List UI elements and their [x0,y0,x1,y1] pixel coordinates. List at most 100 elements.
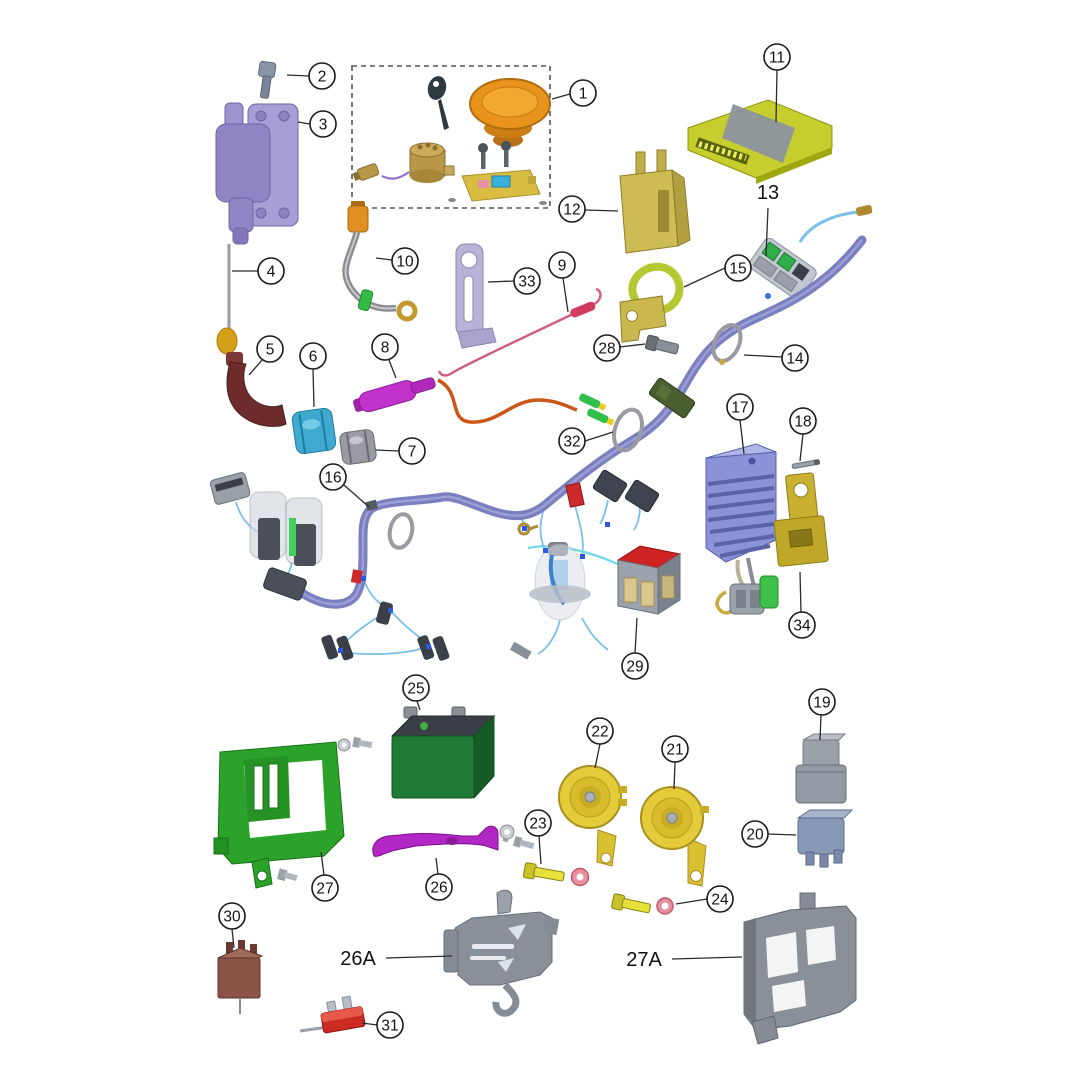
harness-loop [387,512,415,550]
callout-31: 31 [376,1011,404,1039]
svg-text:10: 10 [396,254,414,271]
part-7-grommet [339,429,377,465]
callout-28: 28 [593,334,621,362]
svg-text:4: 4 [267,264,276,281]
part-1-ignition-switch-kit [351,65,551,209]
part-26-battery-strap [372,824,535,857]
svg-text:28: 28 [598,341,615,358]
callout-32: 32 [558,427,586,455]
part-29-ecm [616,545,682,615]
callout-6: 6 [299,342,327,370]
green-connector [648,377,696,419]
harness-clip [365,499,379,512]
switch-connector [352,163,380,181]
callout-11: 11 [763,43,791,71]
callout-33: 33 [513,267,541,295]
part-32-clamp-loop [612,407,644,453]
callout-27A: 27A [626,949,662,971]
red-clip [350,569,363,584]
callout-30: 30 [218,902,246,930]
callout-10: 10 [391,247,419,275]
callout-24: 24 [706,885,734,913]
part-3-ignition-coil [215,102,299,245]
svg-text:31: 31 [381,1018,398,1035]
callout-9: 9 [548,251,576,279]
part-27a-bracket [743,892,857,1045]
leader-lines [231,69,822,1026]
fuel-cap [469,78,551,147]
part-21-horn [640,786,709,887]
callout-26A: 26A [340,948,376,970]
svg-text:9: 9 [558,258,567,275]
callout-27: 27 [311,874,339,902]
pump-assembly [529,542,591,621]
callout-19: 19 [808,688,836,716]
callout-18: 18 [789,407,817,435]
callout-8: 8 [371,333,399,361]
svg-text:3: 3 [319,117,328,134]
harness-left-cluster [209,472,323,601]
callout-29: 29 [621,652,649,680]
callout-15: 15 [724,254,752,282]
svg-text:12: 12 [563,202,580,219]
part-9-cable [437,287,602,377]
callout-17: 17 [726,393,754,421]
svg-text:26A: 26A [340,948,376,970]
callout-23: 23 [524,809,552,837]
svg-text:27A: 27A [626,949,662,971]
callout-21: 21 [661,735,689,763]
svg-text:32: 32 [563,434,580,451]
part-26a-bracket [443,889,560,1017]
part-30-relay [216,940,264,1014]
part-27-battery-box [213,736,373,889]
callout-13: 13 [757,182,779,204]
svg-text:5: 5 [266,342,275,359]
svg-text:26: 26 [430,880,447,897]
part-31-blade-fuse [299,995,366,1034]
callout-5: 5 [256,335,284,363]
part-25-battery [390,706,496,800]
svg-text:11: 11 [769,50,785,67]
svg-text:18: 18 [794,414,811,431]
harness-connector-pair [417,635,450,661]
red-clip [565,482,585,508]
callout-16: 16 [319,463,347,491]
callout-26: 26 [425,873,453,901]
callout-22: 22 [586,717,614,745]
switch-wire [381,171,410,180]
part-2-screw [258,60,277,99]
svg-text:29: 29 [626,659,643,676]
part-34-gold-bracket [773,472,829,567]
harness-connector-pair [321,634,354,661]
part-6-boot [291,407,337,455]
callout-12: 12 [558,195,586,223]
svg-text:33: 33 [518,274,535,291]
part-24-bolt-washer [611,893,674,915]
svg-text:8: 8 [381,340,390,357]
svg-text:27: 27 [316,881,333,898]
callout-2: 2 [308,62,336,90]
part-19-relay [795,733,847,804]
svg-text:23: 23 [529,816,546,833]
switch-module [448,169,547,205]
svg-text:25: 25 [407,681,424,698]
part-15-clamp-hook [619,262,684,343]
callout-3: 3 [309,110,337,138]
callout-4: 4 [257,257,285,285]
part-18-pin [791,459,820,469]
svg-text:21: 21 [666,742,683,759]
wire-joints [338,522,610,653]
part-8-spark-plug-cap [352,377,615,426]
svg-text:7: 7 [408,444,417,461]
svg-text:15: 15 [729,261,746,278]
callout-20: 20 [741,820,769,848]
part-10-battery-cable [342,201,418,322]
svg-text:16: 16 [324,470,341,487]
part-20-relay [796,809,854,868]
callout-14: 14 [781,344,809,372]
part-11-ecu [687,99,833,184]
svg-text:24: 24 [711,892,729,909]
